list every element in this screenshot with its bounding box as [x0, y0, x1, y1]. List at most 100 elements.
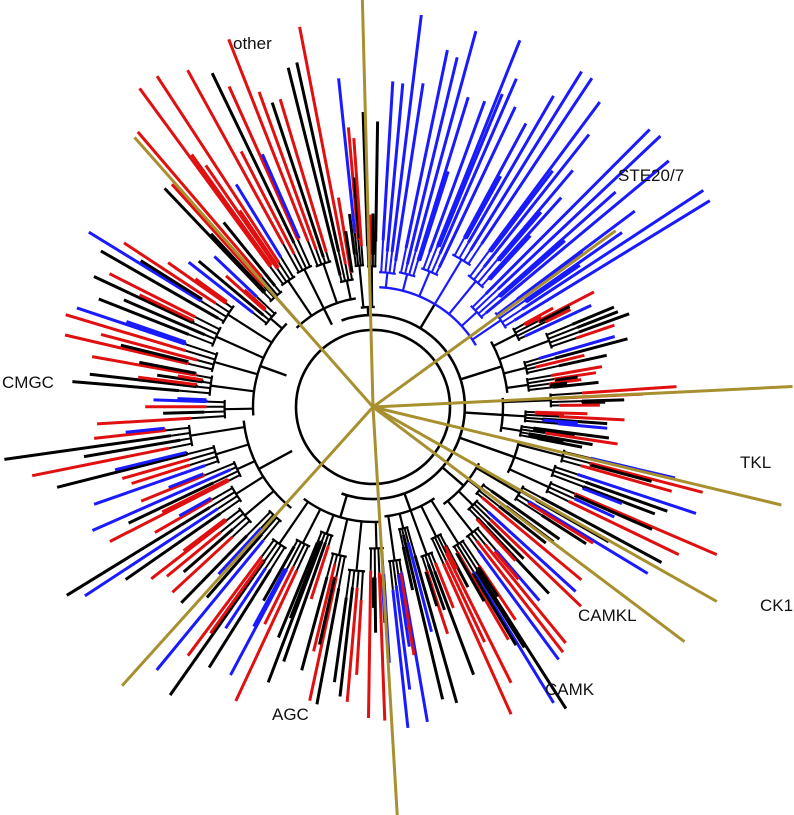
tip-branch	[168, 560, 266, 696]
leaf-stem	[384, 251, 389, 273]
leaf-stem	[421, 555, 428, 572]
tip-branch	[300, 576, 329, 671]
tip-branch	[66, 506, 211, 597]
leaf-stem	[546, 490, 569, 503]
branch-arc	[523, 323, 527, 326]
branch-arc	[212, 444, 220, 464]
leaf-stem	[549, 331, 580, 344]
leaf-stem	[550, 337, 577, 348]
tip-branch	[377, 572, 387, 721]
leaf-stem	[215, 302, 230, 314]
tip-branch	[444, 559, 486, 643]
leaf-stem	[260, 539, 275, 558]
branch-arc	[437, 245, 440, 248]
leaf-stem	[187, 446, 215, 456]
tip-branch	[558, 422, 608, 430]
leaf-stem	[404, 264, 409, 274]
tip-branch	[93, 275, 194, 325]
tip-branch	[312, 563, 337, 652]
tip-branch	[190, 153, 273, 267]
branch-arc	[544, 332, 553, 349]
tip-branch	[207, 568, 272, 669]
leaf-stem	[453, 545, 459, 553]
leaf-stem	[195, 374, 212, 380]
branch-arc	[269, 264, 272, 268]
tip-branch	[471, 572, 518, 646]
leaf-stem	[459, 542, 479, 571]
tip-branch	[261, 153, 301, 240]
tip-branch	[475, 570, 526, 649]
tip-branch	[64, 333, 189, 366]
clade-stem	[460, 365, 503, 381]
branch-arc	[208, 375, 214, 396]
tip-branch	[390, 14, 423, 253]
leaf-stem	[306, 240, 319, 267]
leaf-stem	[551, 473, 584, 488]
branch-arc	[467, 274, 485, 289]
leaf-stem	[353, 254, 357, 267]
tip-branch	[484, 543, 567, 644]
tip-branch	[436, 39, 522, 247]
tip-branch	[391, 589, 410, 729]
tip-branch	[528, 433, 564, 443]
tip-branch	[549, 381, 568, 387]
subclade-stem	[475, 466, 520, 495]
leaf-stem	[274, 285, 282, 294]
tip-branch	[490, 489, 561, 541]
tip-branch	[559, 415, 625, 422]
branch-arc	[588, 462, 592, 466]
leaf-stem	[178, 389, 210, 395]
leaf-stem	[424, 554, 430, 565]
branch-arc	[494, 549, 497, 553]
leaf-stem	[231, 520, 251, 538]
tip-branch	[582, 485, 656, 516]
leaf-stem	[526, 366, 537, 371]
leaf-stem	[349, 272, 353, 280]
tip-branch	[493, 550, 520, 581]
branch-arc	[467, 499, 479, 511]
branch-arc	[211, 326, 222, 347]
tip-branch	[186, 69, 285, 245]
tip-branch	[524, 304, 592, 338]
group-divider-lines	[120, 0, 793, 815]
subclade-stem	[278, 501, 309, 545]
tip-branch	[168, 472, 205, 489]
leaf-stem	[469, 250, 491, 278]
leaf-stem	[524, 357, 540, 364]
subclade-stem	[401, 273, 409, 292]
tip-branch	[424, 571, 439, 607]
tip-branch	[88, 230, 202, 303]
branch-arc	[199, 298, 203, 302]
tip-branch	[433, 570, 476, 676]
tip-branch	[177, 397, 207, 402]
leaf-stem	[261, 276, 278, 296]
tip-branch	[217, 527, 263, 576]
tip-branch	[444, 552, 513, 684]
leaf-stem	[219, 512, 244, 534]
tip-branch	[401, 546, 415, 591]
tip-branch	[464, 175, 503, 240]
tip-branch	[278, 98, 328, 253]
group-divider-line	[372, 229, 617, 409]
leaf-stem	[478, 489, 500, 508]
leaf-stem	[280, 256, 295, 278]
tip-branch	[227, 38, 310, 242]
leaf-stem	[256, 296, 276, 315]
leaf-stem	[204, 460, 219, 467]
leaf-stem	[520, 431, 529, 435]
leaf-stem	[351, 570, 356, 588]
tip-branch	[127, 481, 215, 525]
tip-branch	[337, 78, 357, 233]
leaf-stem	[476, 527, 497, 551]
tip-branch	[93, 464, 206, 506]
tip-branch	[580, 464, 673, 493]
subclade-stem	[337, 518, 349, 556]
branch-arc	[242, 420, 292, 509]
subclade-stem	[236, 460, 256, 471]
tip-branch	[496, 169, 574, 261]
tip-branch	[581, 400, 606, 405]
leaf-stem	[357, 238, 362, 266]
leaf-stem	[517, 494, 530, 503]
tip-branch	[525, 264, 581, 304]
branch-arc	[263, 308, 267, 311]
